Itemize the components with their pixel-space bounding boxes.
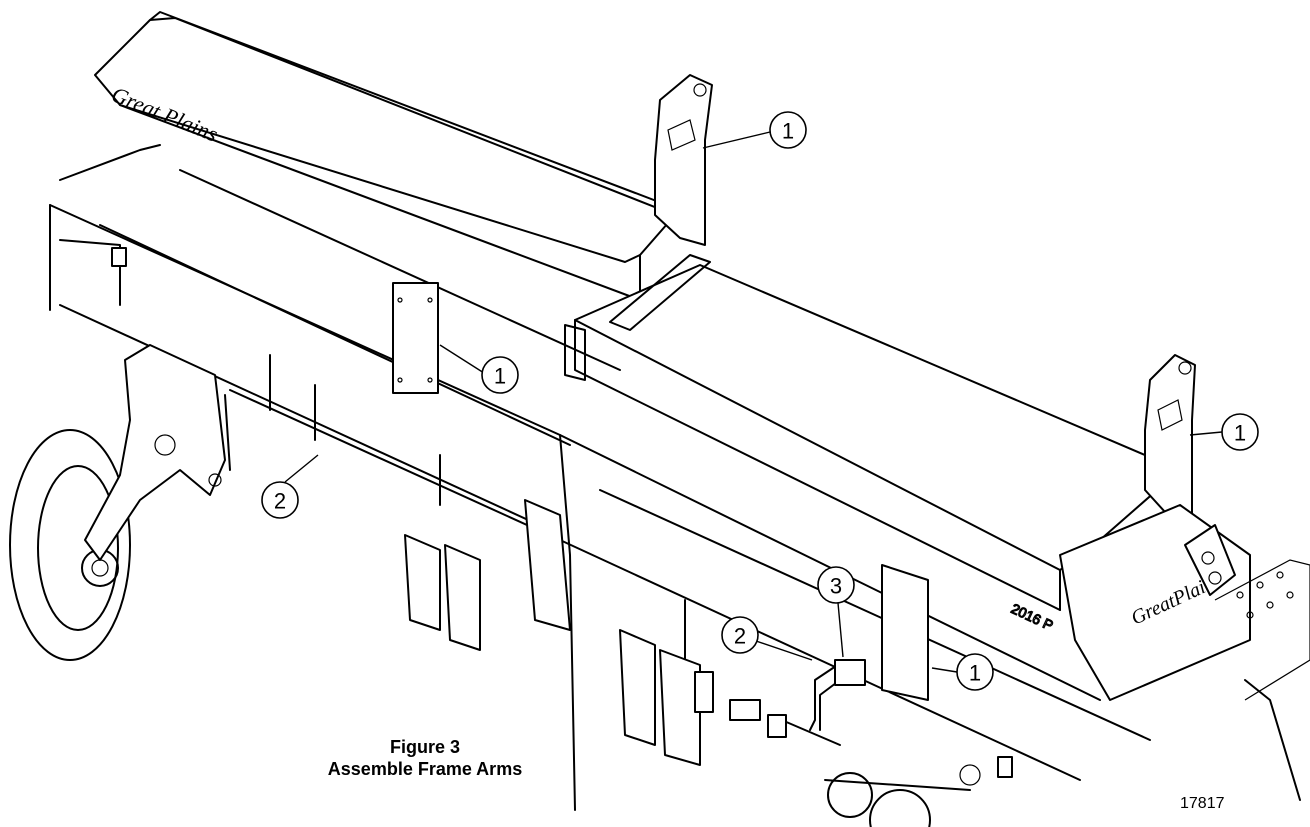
callout-label: 1 xyxy=(969,661,981,686)
gauge-wheel xyxy=(9,344,226,661)
callout-1-right-arm: 1 xyxy=(1189,413,1259,451)
frame-tube-rear xyxy=(59,144,1151,741)
callout-label: 1 xyxy=(1234,421,1246,446)
callout-label: 1 xyxy=(782,119,794,144)
callout-1-upper-arm: 1 xyxy=(702,111,807,149)
callout-1-center-plate: 1 xyxy=(439,344,519,394)
walkboard xyxy=(1214,559,1310,801)
frame-arm-upper-right xyxy=(1144,354,1196,521)
decals xyxy=(111,247,1013,778)
callout-3-ubolt: 3 xyxy=(817,566,855,658)
callout-label: 1 xyxy=(494,364,506,389)
tail-light xyxy=(1184,524,1236,596)
callout-label: 3 xyxy=(830,574,842,599)
drive-assembly xyxy=(824,764,981,827)
figure-title: Figure 3 xyxy=(389,737,460,757)
drawing-number: 17817 xyxy=(1180,795,1225,812)
mount-plate-lower xyxy=(881,564,929,701)
callout-2-frame: 2 xyxy=(261,454,319,519)
lower-brackets xyxy=(404,499,701,766)
hopper-lid-left xyxy=(94,11,681,301)
figure-caption: Figure 3 Assemble Frame Arms xyxy=(270,736,580,780)
frame-tube-front xyxy=(49,204,1101,811)
callout-label: 2 xyxy=(274,489,286,514)
mount-plate-center xyxy=(392,282,439,394)
callout-label: 2 xyxy=(734,624,746,649)
callout-1-lower-plate: 1 xyxy=(931,653,994,691)
callout-2-lower: 2 xyxy=(721,616,813,661)
lid-straps xyxy=(564,254,711,381)
hopper-lid-right xyxy=(574,264,1181,611)
figure-subtitle: Assemble Frame Arms xyxy=(327,759,523,779)
frame-arm-upper-left xyxy=(654,74,713,246)
